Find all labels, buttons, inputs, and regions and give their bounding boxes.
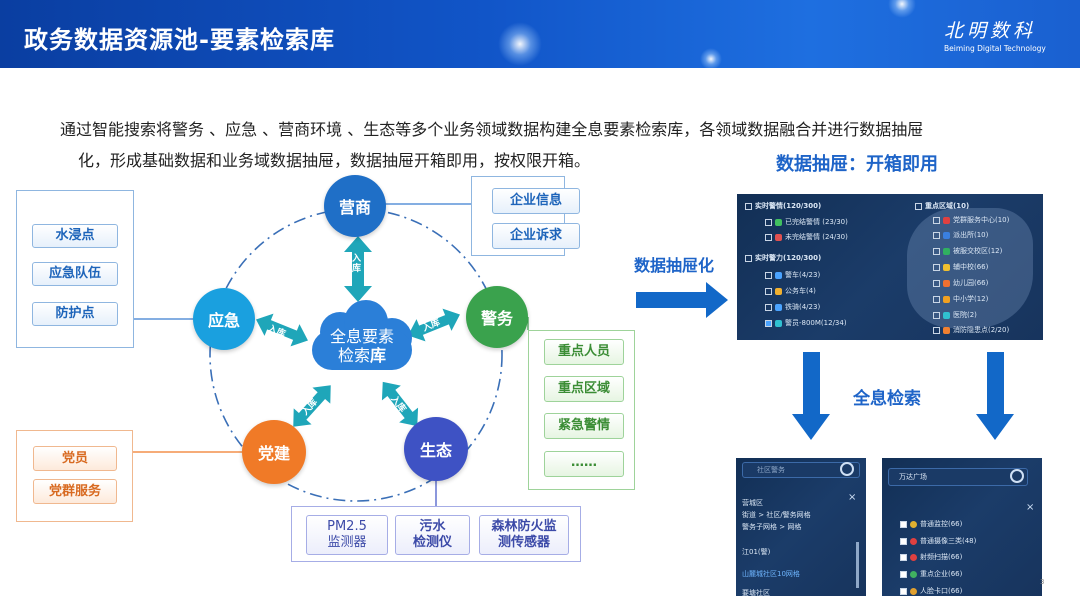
jingwu-items-box: 重点人员 重点区域 紧急警情 …… <box>528 330 635 490</box>
item-key-personnel: 重点人员 <box>544 339 624 365</box>
item-flood-point: 水浸点 <box>32 224 118 248</box>
node-yingshang: 营商 <box>324 175 386 237</box>
result-line: 营城区 <box>742 499 763 507</box>
map-region <box>907 208 1033 328</box>
node-jingwu: 警务 <box>466 286 528 348</box>
list-item: 辅中校(66) <box>953 263 989 271</box>
list-item: 普通监控(66) <box>920 520 963 528</box>
group-realtime-police: 实时警力(120/300) <box>755 254 822 262</box>
center-hub-line2-bold: 库 <box>370 346 387 365</box>
item-key-area: 重点区域 <box>544 376 624 402</box>
yingshang-items-box: 企业信息 企业诉求 <box>471 176 580 256</box>
list-item: 公务车(4) <box>785 287 816 295</box>
header-glow <box>888 0 916 18</box>
group-key-areas: 重点区域(10) <box>925 202 970 210</box>
checkbox <box>745 202 752 210</box>
item-urgent-alert: 紧急警情 <box>544 413 624 439</box>
drawer-title: 数据抽屉：开箱即用 <box>776 154 938 175</box>
center-hub-line2: 检索 <box>337 346 370 365</box>
item-forest-line2: 测传感器 <box>497 535 550 550</box>
search-input[interactable]: 社区警务 <box>742 462 860 478</box>
search-screenshot-community: 社区警务 × 营城区 街道 > 社区/警务网格 警务子网格 > 网格 江01(警… <box>736 458 866 596</box>
node-dangjian: 党建 <box>242 420 306 484</box>
item-more: …… <box>544 451 624 477</box>
list-item: 警车(4/23) <box>785 271 821 279</box>
list-item: 普通摄像三类(48) <box>920 537 977 545</box>
search-label: 全息检索 <box>853 389 921 409</box>
item-sewage-detector: 污水 检测仪 <box>395 515 470 555</box>
item-sewage-line2: 检测仪 <box>412 535 452 550</box>
list-item: 重点企业(66) <box>920 570 963 578</box>
search-screenshot-plaza: 万达广场 × 普通监控(66) 普通摄像三类(48) 射频扫描(66) 重点企业… <box>882 458 1042 596</box>
page-number: 3 <box>1040 578 1045 586</box>
shengtai-items-box: PM2.5 监测器 污水 检测仪 森林防火监 测传感器 <box>291 506 581 562</box>
list-item: 医院(2) <box>953 311 977 319</box>
scrollbar[interactable] <box>856 542 859 588</box>
item-pm25-monitor: PM2.5 监测器 <box>306 515 388 555</box>
brand-logo-english: Beiming Digital Technology <box>944 44 1046 53</box>
dangjian-items-box: 党员 党群服务 <box>16 430 133 522</box>
list-item: 射频扫描(66) <box>920 553 963 561</box>
inbound-arrow-label: 入库 <box>352 254 362 274</box>
list-item: 警员-800M(12/34) <box>785 319 847 327</box>
list-item: 被服交校区(12) <box>953 247 1003 255</box>
result-line: 街道 > 社区/警务网格 <box>742 511 811 519</box>
result-line[interactable]: 江01(警) <box>742 548 771 556</box>
header-glow <box>700 48 722 68</box>
intro-line-1: 通过智能搜索将警务 、应急 、营商环境 、生态等多个业务领域数据构建全息要素检索… <box>60 120 924 139</box>
item-party-service: 党群服务 <box>33 479 117 504</box>
list-item: 派出所(10) <box>953 231 989 239</box>
item-protection-point: 防护点 <box>32 302 118 326</box>
search-icon[interactable] <box>1010 469 1024 483</box>
search-input[interactable]: 万达广场 <box>888 468 1028 486</box>
list-item: 已完结警情 (23/30) <box>785 218 848 226</box>
close-icon[interactable]: × <box>848 492 857 503</box>
drawer-label: 数据抽屉化 <box>634 256 715 275</box>
list-item: 人脸卡口(66) <box>920 587 963 595</box>
intro-paragraph: 通过智能搜索将警务 、应急 、营商环境 、生态等多个业务领域数据构建全息要素检索… <box>60 114 1030 176</box>
list-item: 中小学(12) <box>953 295 989 303</box>
page-title: 政务数据资源池-要素检索库 <box>24 26 335 54</box>
center-hub-label: 全息要素 检索库 <box>318 327 406 365</box>
item-pm25-line1: PM2.5 <box>327 519 367 534</box>
list-item: 未完结警情 (24/30) <box>785 233 848 241</box>
search-icon[interactable] <box>840 462 854 476</box>
brand-logo: 北明数科 <box>944 20 1037 42</box>
item-sewage-line1: 污水 <box>419 519 446 534</box>
header-bar: 政务数据资源池-要素检索库 北明数科 Beiming Digital Techn… <box>0 0 1080 68</box>
close-icon[interactable]: × <box>1026 502 1035 513</box>
result-line: 警务子网格 > 网格 <box>742 523 802 531</box>
intro-line-2: 化，形成基础数据和业务域数据抽屉，数据抽屉开箱即用，按权限开箱。 <box>78 151 591 170</box>
list-item: 党群服务中心(10) <box>953 216 1010 224</box>
list-item: 消防隐患点(2/20) <box>953 326 1010 334</box>
list-item: 铁骑(4/23) <box>785 303 821 311</box>
item-enterprise-info: 企业信息 <box>492 188 580 214</box>
header-glow <box>498 22 542 66</box>
drawer-screenshot: 实时警情(120/300) 已完结警情 (23/30) 未完结警情 (24/30… <box>737 194 1043 340</box>
search-query: 社区警务 <box>757 466 785 474</box>
item-emergency-team: 应急队伍 <box>32 262 118 286</box>
yingji-items-box: 水浸点 应急队伍 防护点 <box>16 190 134 348</box>
item-forest-fire-sensor: 森林防火监 测传感器 <box>479 515 569 555</box>
result-line[interactable]: 山麓城社区10网格 <box>742 570 800 578</box>
item-enterprise-demand: 企业诉求 <box>492 223 580 249</box>
center-hub-line1: 全息要素 <box>329 327 394 346</box>
item-pm25-line2: 监测器 <box>327 535 367 550</box>
search-query: 万达广场 <box>899 473 927 481</box>
node-yingji: 应急 <box>193 288 255 350</box>
node-shengtai: 生态 <box>404 417 468 481</box>
list-item: 幼儿园(66) <box>953 279 989 287</box>
item-party-member: 党员 <box>33 446 117 471</box>
group-realtime-alerts: 实时警情(120/300) <box>755 202 822 210</box>
item-forest-line1: 森林防火监 <box>491 519 557 534</box>
result-line[interactable]: 要塘社区 <box>742 589 770 596</box>
